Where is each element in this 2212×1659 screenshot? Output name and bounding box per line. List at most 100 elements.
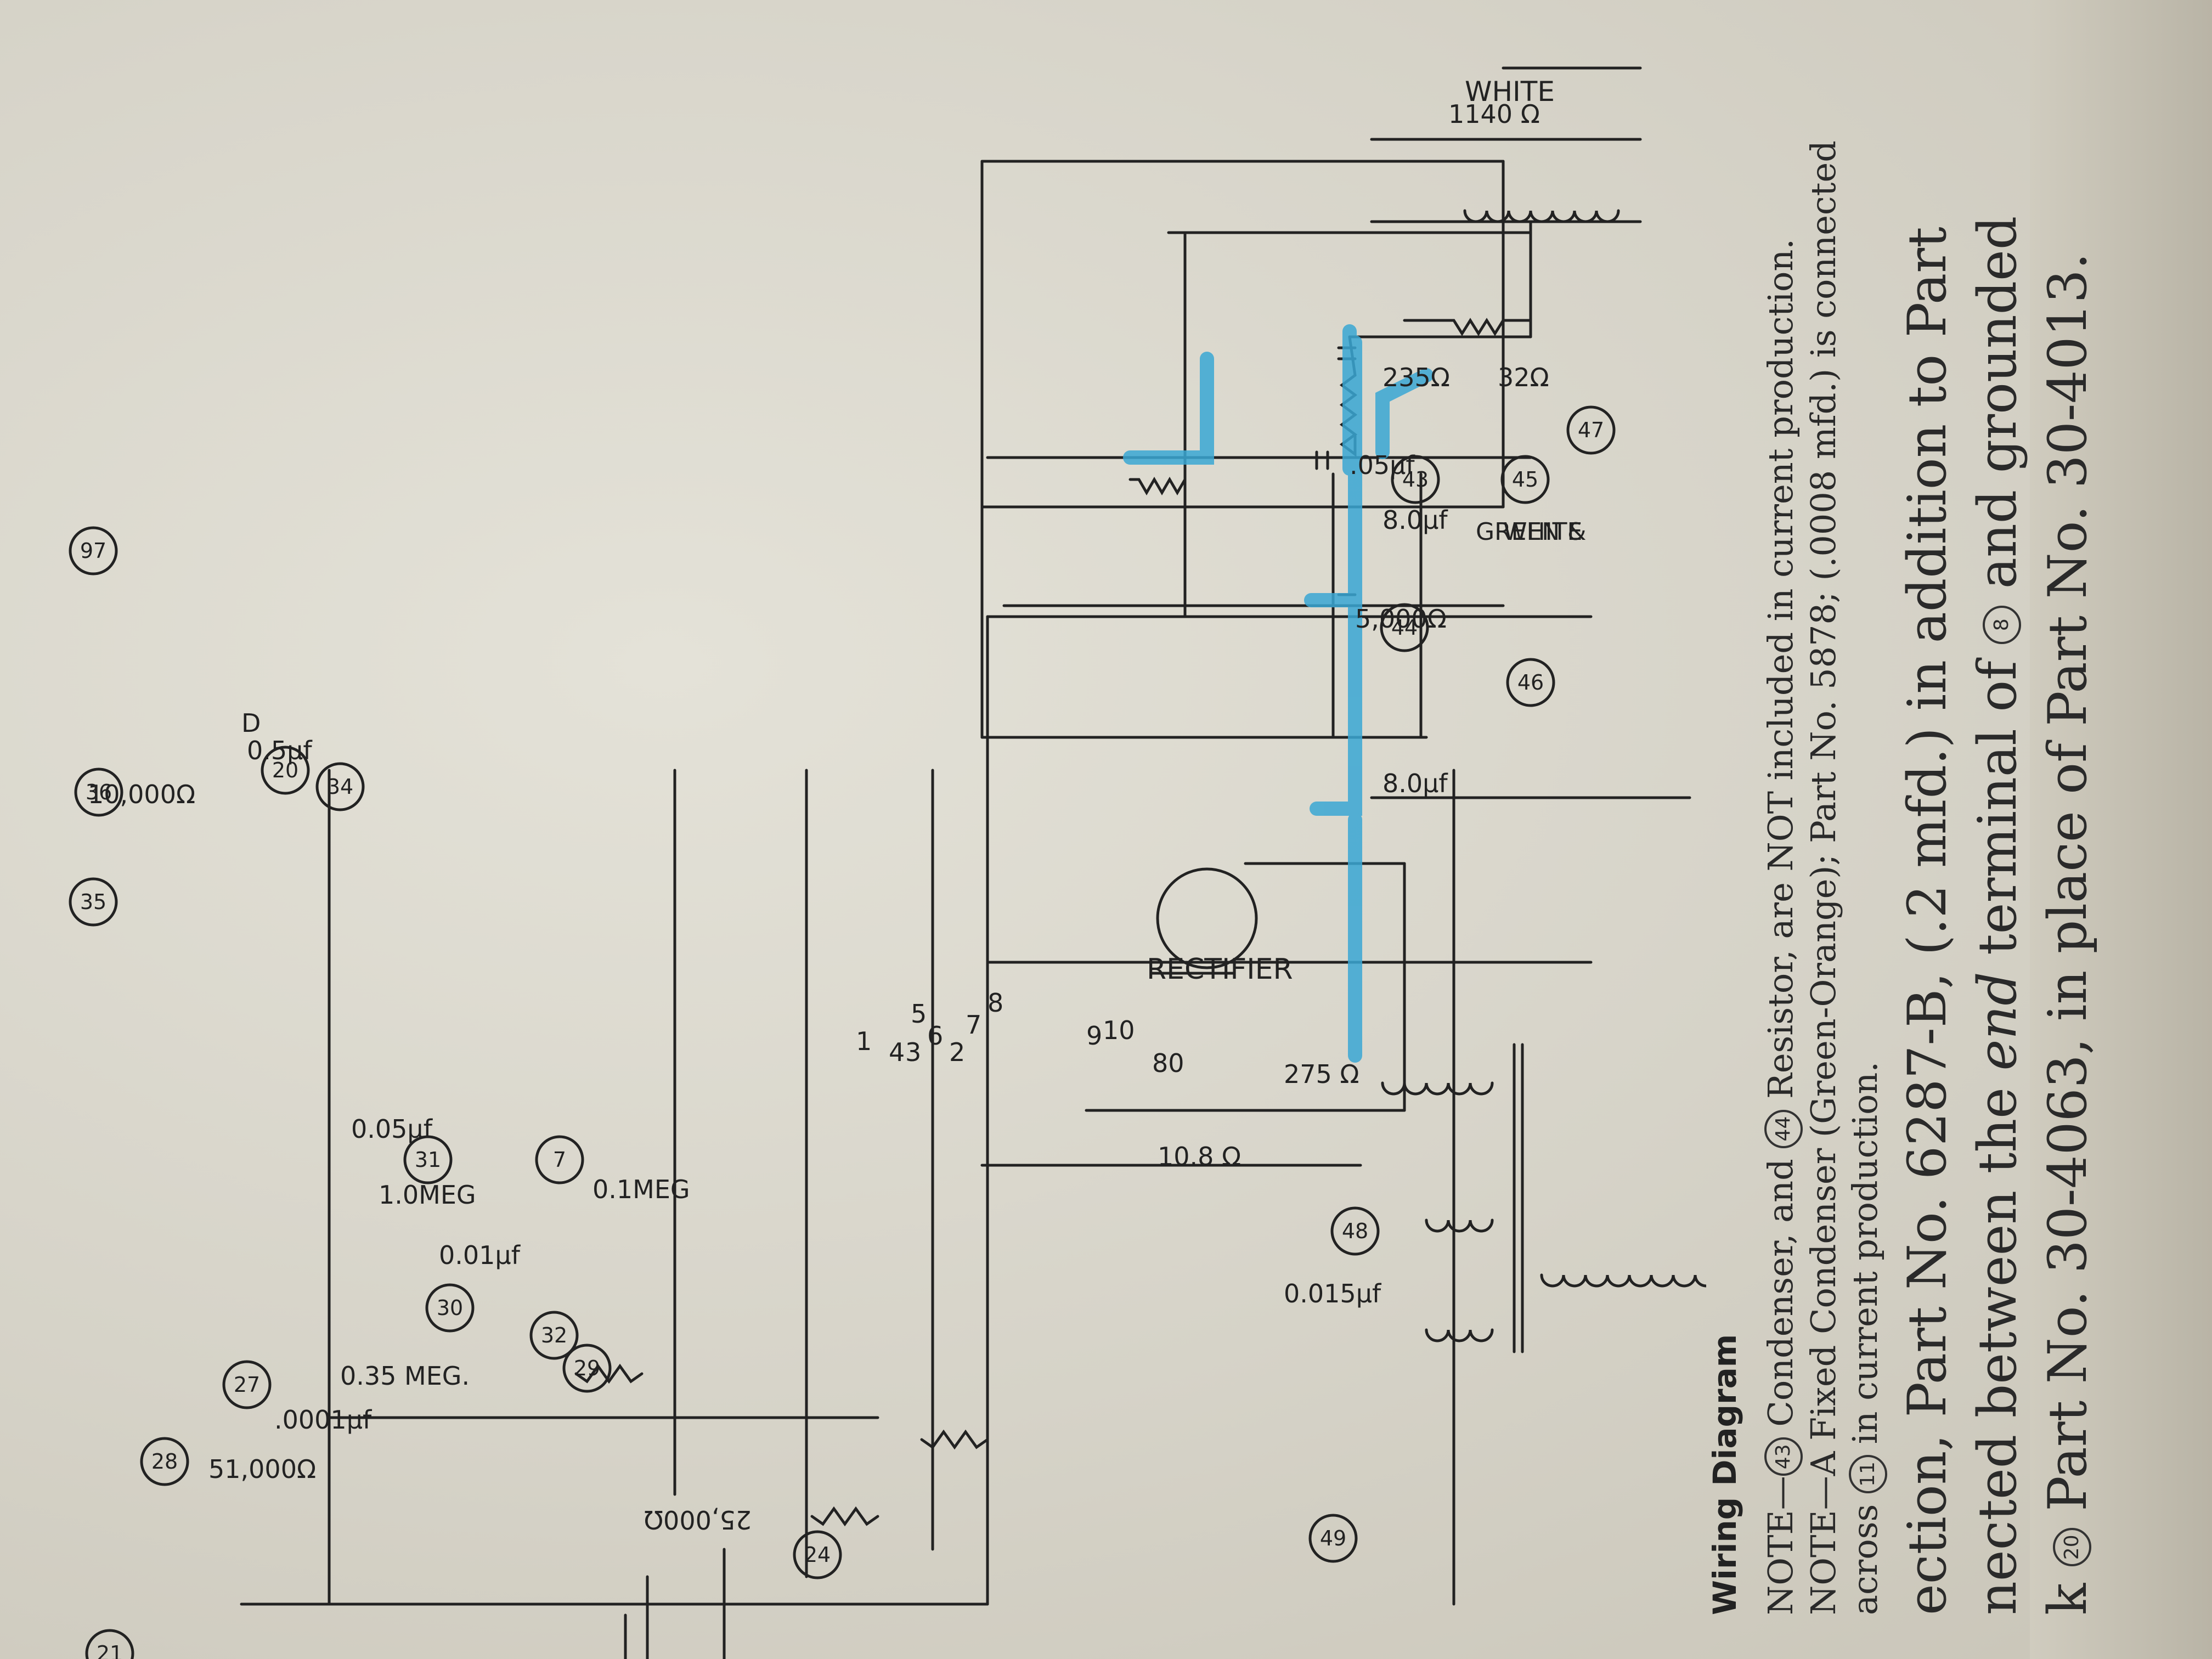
label-rectifier: RECTIFIER (1147, 953, 1293, 986)
label-r24: 25,000Ω (644, 1505, 752, 1534)
callout-ring (69, 877, 118, 927)
callout-number: 31 (415, 1148, 441, 1172)
resistor-31 (574, 1363, 644, 1384)
callout-ring (222, 1360, 272, 1409)
callout-number: 44 (1391, 616, 1418, 640)
label-tap-10: 10 (1103, 1015, 1135, 1045)
callout-number: 43 (1402, 467, 1429, 492)
callout-number: 7 (553, 1148, 566, 1172)
text-line-4b: terminal of (1966, 644, 2028, 972)
label-r44: 5,000Ω (1355, 604, 1447, 634)
label-r47a: 235Ω (1383, 363, 1450, 392)
label-r34: 10,000Ω (88, 780, 195, 809)
callout-44: 44 (1380, 603, 1429, 652)
callout-ring (1380, 603, 1429, 652)
label-r32: 0.1MEG (592, 1175, 690, 1204)
callout-number: 49 (1320, 1526, 1346, 1550)
text-line-4-em: end (1966, 972, 2028, 1071)
callout-ring (1330, 1206, 1380, 1256)
note-1-text-c: Resistor, are NOT included in current pr… (1760, 238, 1801, 1110)
highlight-stroke (1310, 577, 1362, 816)
text-line-5a: k (2036, 1566, 2098, 1615)
transformer-core (1513, 1043, 1524, 1353)
label-coil-1140: 1140 Ω (1448, 99, 1540, 129)
callout-ring (562, 1344, 612, 1393)
callout-30: 30 (425, 1283, 475, 1333)
callout-number: 36 (86, 780, 112, 804)
text-line-4a: nected between the (1966, 1070, 2028, 1615)
callout-34: 34 (315, 762, 365, 811)
callout-number: 48 (1342, 1219, 1368, 1243)
callout-number: 28 (151, 1449, 178, 1474)
callout-ring (85, 1629, 134, 1659)
text-circle-8: 8 (1982, 605, 2021, 644)
callout-ring (69, 526, 118, 575)
callout-number: 46 (1517, 670, 1544, 695)
text-circle-20: 20 (2052, 1528, 2091, 1567)
resistor-24 (810, 1506, 879, 1527)
note-1-text-b: Condenser, and (1760, 1148, 1801, 1438)
label-c49: 0.015µf (1284, 1279, 1382, 1308)
label-c45: 8.0µf (1383, 505, 1448, 535)
label-wire-green-white-1: GREEN & (1476, 518, 1586, 546)
callout-ring (140, 1437, 189, 1486)
label-c20: 0.5µf (247, 736, 313, 765)
schematic-svg: 235Ω 32Ω .05µf 5,000Ω 8.0µf 8.0µf 1140 Ω… (69, 66, 1706, 1659)
note-1-circle-44: 44 (1764, 1109, 1803, 1148)
label-c43: .05µf (1350, 450, 1415, 480)
callout-ring (315, 762, 365, 811)
callout-32: 32 (529, 1311, 579, 1360)
notes-block: Wiring Diagram NOTE—43 Condenser, and 44… (1706, 35, 2098, 1615)
callout-47: 47 (1566, 405, 1616, 455)
label-tap-5: 5 (911, 999, 927, 1029)
resistor-44 (1128, 477, 1187, 495)
label-tap-6: 6 (927, 1021, 943, 1051)
label-tap-8: 8 (988, 988, 1003, 1018)
callout-ring (793, 1530, 842, 1579)
text-line-4: nected between the end terminal of 8 and… (1967, 35, 2028, 1615)
condenser-43 (1315, 450, 1329, 470)
text-line-5: k 20 Part No. 30-4063, in place of Part … (2036, 35, 2098, 1615)
label-tap-1: 1 (856, 1026, 872, 1056)
label-rect-type: 80 (1152, 1048, 1184, 1078)
label-tap-7: 7 (966, 1010, 981, 1040)
callout-45: 45 (1500, 455, 1550, 504)
callout-28: 28 (140, 1437, 189, 1486)
callout-31: 31 (403, 1135, 453, 1184)
label-r29: 0.35 MEG. (340, 1361, 470, 1391)
label-r28: 51,000Ω (208, 1454, 316, 1484)
callout-ring (1391, 455, 1440, 504)
note-2: NOTE—A Fixed Condenser (Green-Orange); P… (1803, 35, 1887, 1615)
callout-48: 48 (1330, 1206, 1380, 1256)
callout-97: 97 (69, 526, 118, 575)
label-tap-2: 2 (949, 1037, 965, 1067)
label-c46: 8.0µf (1383, 769, 1448, 798)
callout-ring (425, 1283, 475, 1333)
callout-7: 7 (535, 1135, 584, 1184)
callout-43: 43 (1391, 455, 1440, 504)
callout-number: 97 (80, 539, 106, 563)
highlight-stroke (1123, 352, 1214, 465)
rectifier-tube (1156, 867, 1258, 969)
label-r47b: 32Ω (1498, 363, 1549, 392)
callout-46: 46 (1506, 658, 1555, 707)
label-tap-9: 9 (1086, 1021, 1102, 1051)
callout-number: 24 (804, 1543, 831, 1567)
text-line-5b: Part No. 30-4063, in place of Part No. 3… (2036, 252, 2098, 1528)
label-tap-3: 3 (905, 1037, 921, 1067)
diagram-caption: Wiring Diagram (1706, 1334, 1743, 1615)
callout-number: 45 (1512, 467, 1538, 492)
callout-number: 35 (80, 890, 106, 914)
callout-24: 24 (793, 1530, 842, 1579)
note-1-circle-43: 43 (1764, 1437, 1803, 1476)
resistor-47b (1403, 318, 1532, 336)
note-2-text-b: in current production. (1844, 1061, 1885, 1455)
callout-ring (403, 1135, 453, 1184)
callout-21: 21 (85, 1629, 134, 1659)
callout-29: 29 (562, 1344, 612, 1393)
callout-number: 47 (1578, 418, 1604, 442)
note-2-circle-11: 11 (1848, 1455, 1887, 1493)
